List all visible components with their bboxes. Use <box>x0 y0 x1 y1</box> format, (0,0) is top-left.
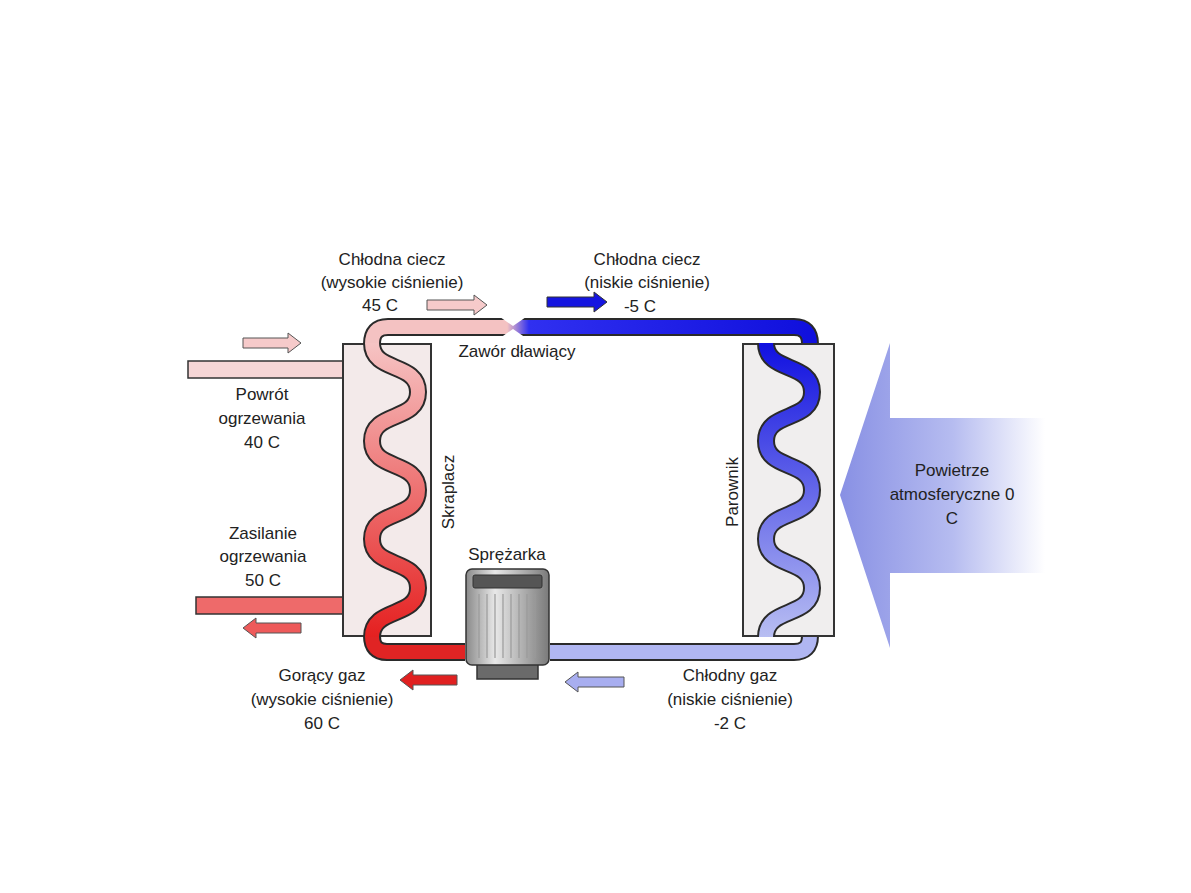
supply-pipe <box>196 597 343 614</box>
flow-arrow <box>547 292 607 312</box>
text-label: (niskie ciśnienie) <box>667 690 793 710</box>
text-label: 40 C <box>244 433 280 453</box>
flow-arrow <box>243 333 301 353</box>
refrigerant-tube <box>550 636 810 652</box>
node-label: Skraplacz <box>439 455 459 530</box>
flow-arrow <box>243 618 301 638</box>
condenser-panel: Skraplacz <box>342 343 432 637</box>
text-label: Zawór dławiący <box>458 342 575 362</box>
text-label: ogrzewania <box>219 409 306 429</box>
condenser-panel-drawing <box>342 343 432 637</box>
text-label: (wysokie ciśnienie) <box>251 690 394 710</box>
text-label: (wysokie ciśnienie) <box>321 273 464 293</box>
text-label: 60 C <box>304 714 340 734</box>
text-label: Chłodna ciecz <box>339 250 446 270</box>
node-label: Parownik <box>723 457 743 527</box>
text-label: Zasilanie <box>229 524 297 544</box>
evaporator-panel-drawing <box>742 343 835 637</box>
flow-arrow <box>427 295 487 315</box>
text-label: 50 C <box>245 571 281 591</box>
text-label: Chłodna ciecz <box>594 250 701 270</box>
text-label: Gorący gaz <box>279 666 366 686</box>
valve-pinch <box>500 317 526 326</box>
text-label: 45 C <box>362 296 398 316</box>
text-label: Powrót <box>236 385 289 405</box>
refrigerant-tube <box>372 317 810 344</box>
compressor: Sprężarka <box>465 568 550 680</box>
text-label: -5 C <box>624 297 656 317</box>
text-label: ogrzewania <box>220 547 307 567</box>
evaporator-panel: Parownik <box>742 343 835 637</box>
valve-pinch <box>500 329 526 338</box>
node-label: Sprężarka <box>468 545 545 565</box>
node-label: Powietrze atmosferyczne 0 C <box>882 459 1022 531</box>
text-label: -2 C <box>714 714 746 734</box>
flow-arrow <box>565 672 624 692</box>
air-arrow: Powietrze atmosferyczne 0 C <box>840 343 1045 648</box>
text-label: Chłodny gaz <box>683 666 778 686</box>
compressor-drawing <box>465 568 550 680</box>
text-label: (niskie ciśnienie) <box>584 273 710 293</box>
flow-arrow <box>400 670 457 690</box>
refrigerant-tube <box>372 636 465 652</box>
return-pipe <box>188 361 343 378</box>
